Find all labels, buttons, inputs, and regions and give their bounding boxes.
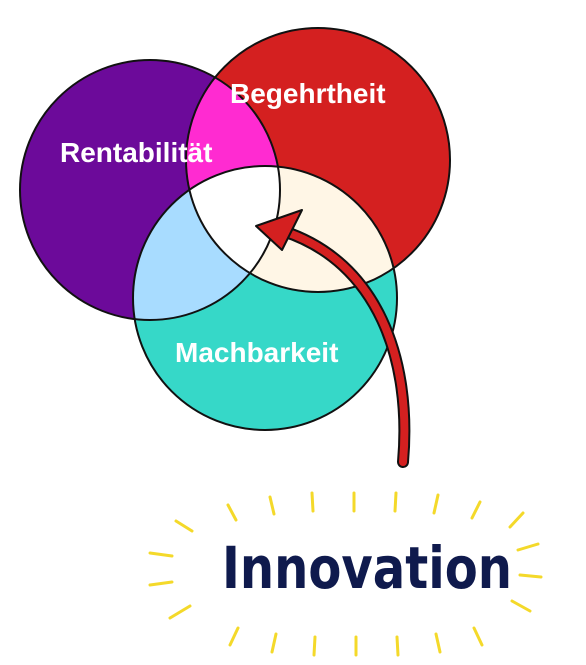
burst-rays — [148, 491, 543, 657]
innovation-label: Innovation — [222, 534, 512, 602]
venn-circles — [19, 27, 451, 431]
desirability-label: Begehrtheit — [230, 78, 386, 109]
curved-arrow-icon — [255, 209, 411, 468]
feasibility-label: Machbarkeit — [175, 337, 338, 368]
rentability-label: Rentabilität — [60, 137, 212, 168]
